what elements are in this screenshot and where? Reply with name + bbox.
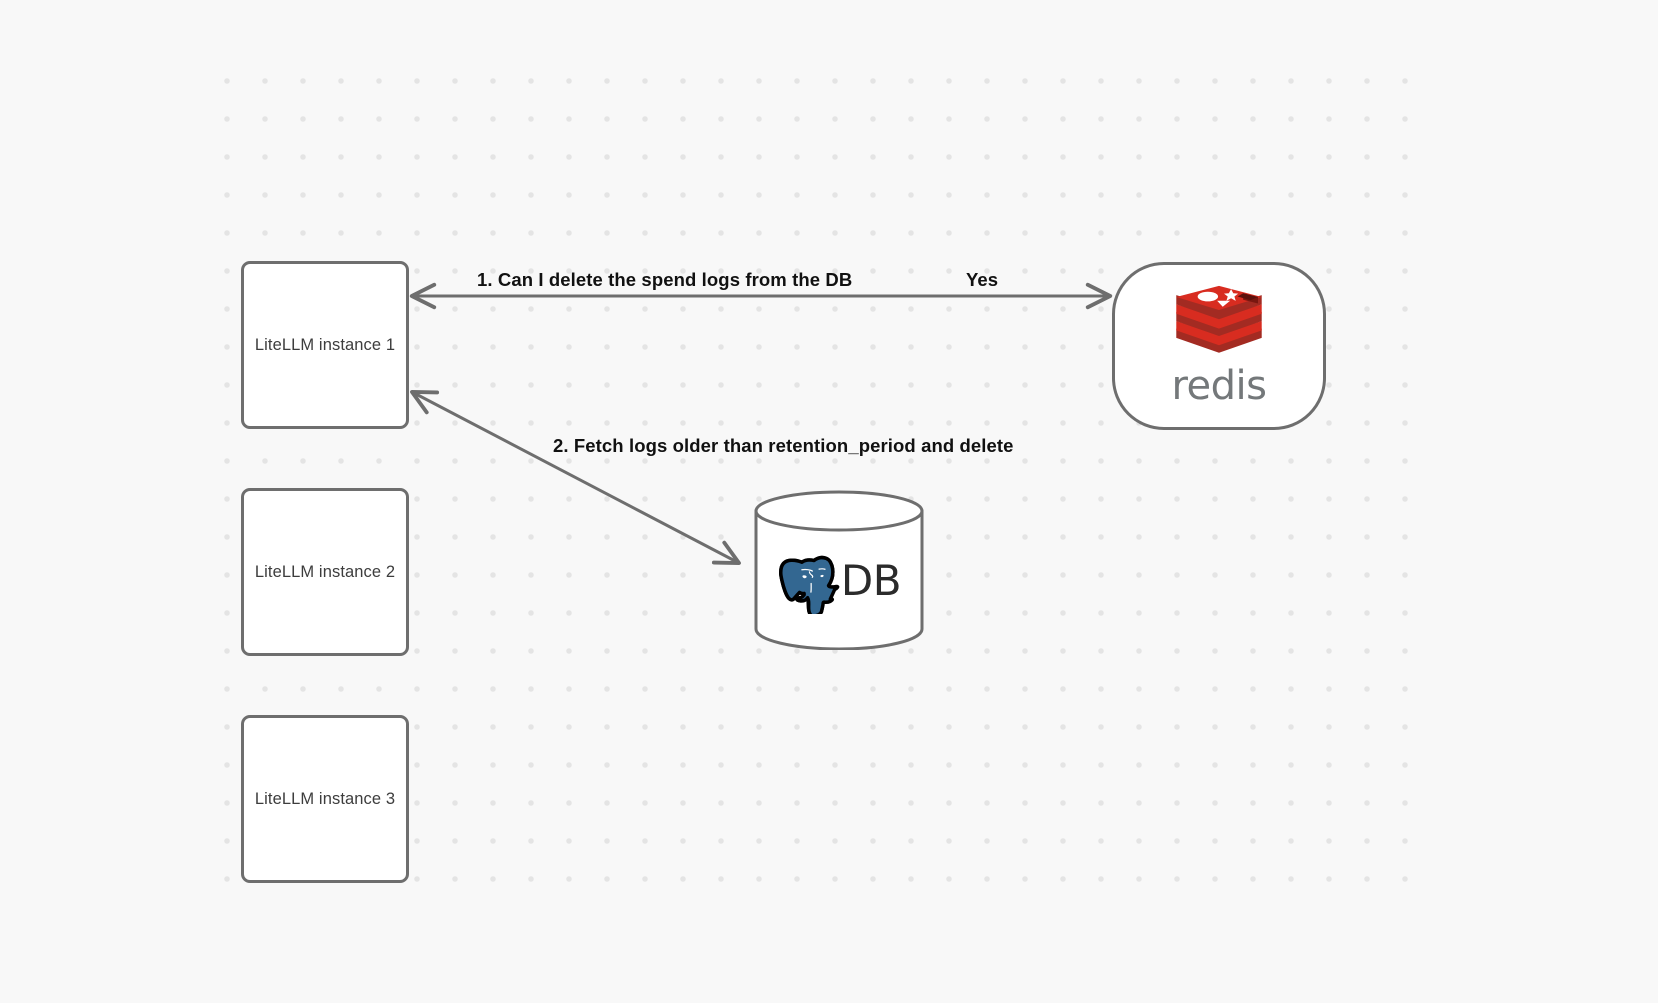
node-redis[interactable]: redis <box>1112 262 1326 430</box>
node-litellm-instance-3[interactable]: LiteLLM instance 3 <box>241 715 409 883</box>
database-label: DB <box>840 556 902 605</box>
redis-wordmark: redis <box>1171 363 1267 409</box>
cylinder-shape <box>754 490 924 650</box>
redis-logo-icon <box>1176 285 1262 353</box>
redis-logo-group: redis <box>1171 284 1267 406</box>
edge-label-step-1: 1. Can I delete the spend logs from the … <box>477 269 853 290</box>
postgresql-elephant-icon <box>778 555 840 614</box>
node-database[interactable]: DB <box>753 490 925 650</box>
edge-litellm1-database <box>410 390 741 565</box>
node-label-litellm-instance-2: LiteLLM instance 2 <box>254 562 396 581</box>
edge-label-step-1-answer: Yes <box>966 269 999 290</box>
database-logo-group: DB <box>753 490 925 650</box>
node-label-litellm-instance-1: LiteLLM instance 1 <box>254 335 396 354</box>
node-label-litellm-instance-3: LiteLLM instance 3 <box>254 789 396 808</box>
node-litellm-instance-2[interactable]: LiteLLM instance 2 <box>241 488 409 656</box>
edge-label-step-2: 2. Fetch logs older than retention_perio… <box>553 435 1014 456</box>
node-litellm-instance-1[interactable]: LiteLLM instance 1 <box>241 261 409 429</box>
